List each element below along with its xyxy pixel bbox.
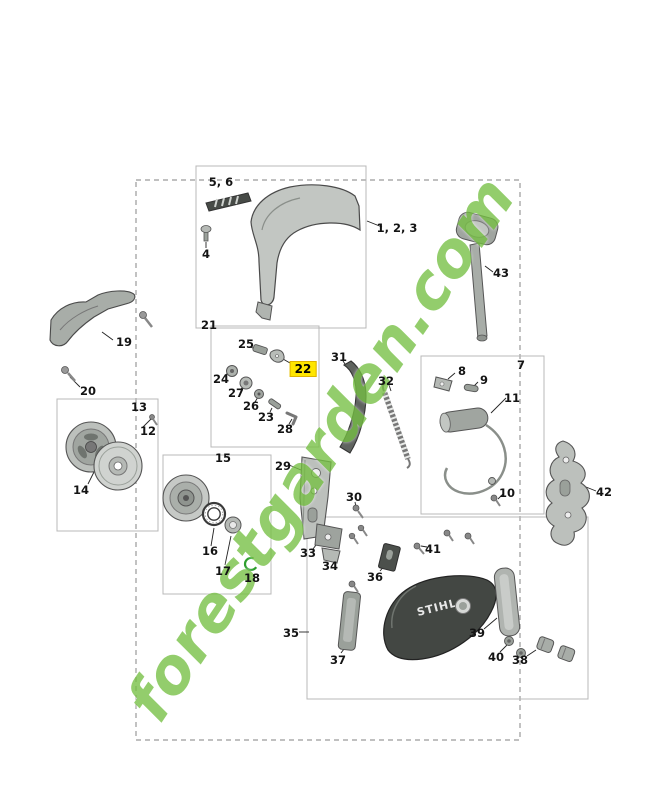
part-37-bar (337, 580, 361, 651)
assembly-boxes (56, 165, 589, 741)
callout-40[interactable]: 40 (487, 650, 505, 664)
callout-14[interactable]: 14 (72, 483, 90, 497)
part-22-clip (269, 349, 285, 363)
callout-7[interactable]: 7 (516, 358, 526, 372)
callout-37[interactable]: 37 (329, 653, 347, 667)
part-17-washer (224, 516, 242, 534)
leader-lines (69, 220, 597, 657)
part-28-pin (285, 411, 298, 426)
callout-35[interactable]: 35 (282, 626, 300, 640)
callout-1-2-3[interactable]: 1, 2, 3 (376, 221, 418, 235)
callout-31[interactable]: 31 (330, 350, 348, 364)
part-8-clip (433, 376, 453, 392)
callout-24[interactable]: 24 (212, 372, 230, 386)
part-12-screw (149, 414, 158, 426)
callout-8[interactable]: 8 (457, 364, 467, 378)
part-11-coil-and-wire (439, 407, 507, 495)
part-31-brake-lever (339, 360, 367, 454)
callout-38[interactable]: 38 (511, 653, 529, 667)
callout-39[interactable]: 39 (468, 626, 486, 640)
box-5-6 (195, 165, 367, 329)
callout-11[interactable]: 11 (503, 391, 521, 405)
callout-17[interactable]: 17 (214, 564, 232, 578)
callout-10[interactable]: 10 (498, 486, 516, 500)
part-26-washer (254, 389, 264, 399)
part-16-clutch (162, 474, 227, 527)
part-6-strip (205, 192, 252, 212)
part-40-nuts (504, 636, 526, 658)
callout-25[interactable]: 25 (237, 337, 255, 351)
callout-27[interactable]: 27 (227, 386, 245, 400)
callout-13[interactable]: 13 (130, 400, 148, 414)
callout-19[interactable]: 19 (115, 335, 133, 349)
callout-4[interactable]: 4 (201, 247, 211, 261)
part-sprocket-cover: STIHL (383, 575, 497, 661)
part-27-disc (239, 376, 253, 390)
callout-36[interactable]: 36 (366, 570, 384, 584)
callout-23[interactable]: 23 (257, 410, 275, 424)
callout-26[interactable]: 26 (242, 399, 260, 413)
box-13 (56, 398, 159, 532)
part-41-screws (413, 529, 475, 555)
callout-41[interactable]: 41 (424, 542, 442, 556)
callout-15[interactable]: 15 (214, 451, 232, 465)
part-18-circlip (243, 556, 259, 572)
callout-33[interactable]: 33 (299, 546, 317, 560)
box-7 (420, 355, 545, 515)
callout-5-6[interactable]: 5, 6 (208, 175, 234, 189)
callout-34[interactable]: 34 (321, 559, 339, 573)
part-19-handle-moulding (49, 290, 153, 347)
callout-32[interactable]: 32 (377, 374, 395, 388)
callout-12[interactable]: 12 (139, 424, 157, 438)
part-4-fastener (200, 225, 212, 242)
part-9-pin (463, 383, 479, 393)
box-15 (162, 454, 272, 595)
callout-20[interactable]: 20 (79, 384, 97, 398)
outer-boundary-box (135, 179, 521, 741)
callout-30[interactable]: 30 (345, 490, 363, 504)
part-42-plate (545, 440, 590, 546)
part-5-hand-guard (250, 184, 361, 321)
part-39-grip (493, 567, 521, 637)
part-32-spring (381, 382, 411, 469)
part-43-tool (455, 211, 499, 342)
callout-29[interactable]: 29 (274, 459, 292, 473)
box-35 (306, 516, 589, 700)
callout-43[interactable]: 43 (492, 266, 510, 280)
part-38-bar-nuts (536, 636, 576, 662)
callout-28[interactable]: 28 (276, 422, 294, 436)
callout-18[interactable]: 18 (243, 571, 261, 585)
callout-16[interactable]: 16 (201, 544, 219, 558)
box-21 (210, 325, 320, 448)
callout-21[interactable]: 21 (200, 318, 218, 332)
part-24-disc (226, 365, 238, 377)
callout-22-highlighted[interactable]: 22 (289, 361, 317, 377)
part-30-screw (352, 504, 364, 519)
part-14-clutch-drum (65, 421, 143, 491)
part-20-screw (61, 366, 76, 382)
part-36-block (378, 543, 401, 572)
part-23-pin (268, 398, 282, 410)
part-33-34-bracket (314, 523, 368, 564)
callout-9[interactable]: 9 (479, 373, 489, 387)
part-10-screw (490, 494, 501, 507)
part-25-pin (252, 344, 268, 355)
callout-42[interactable]: 42 (595, 485, 613, 499)
